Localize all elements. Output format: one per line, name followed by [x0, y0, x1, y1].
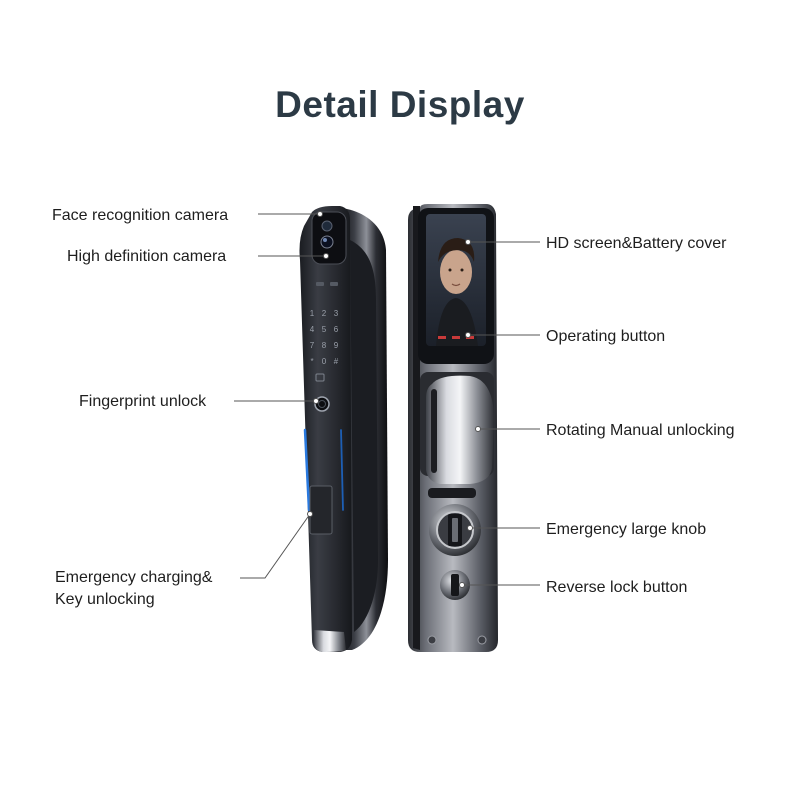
screw-icon: [477, 635, 487, 645]
label-operating-button: Operating button: [546, 328, 666, 345]
label-face-recognition-camera: Face recognition camera: [52, 207, 229, 224]
label-emergency-charging: Emergency charging&: [55, 569, 213, 586]
emergency-cover: [309, 485, 333, 535]
keypad-key: *: [310, 357, 313, 366]
front-lock-panel: 1 2 3 4 5 6 7 8 9 * 0 #: [299, 206, 388, 652]
label-emergency-large-knob: Emergency large knob: [546, 521, 707, 538]
keypad-key: 6: [334, 325, 339, 334]
page-title: Detail Display: [275, 84, 525, 125]
label-fingerprint-unlock: Fingerprint unlock: [79, 393, 207, 410]
keypad-key: 2: [322, 309, 327, 318]
face-display-image: [436, 238, 478, 346]
keypad-key: 8: [322, 341, 327, 350]
label-reverse-lock-button: Reverse lock button: [546, 579, 688, 596]
label-key-unlocking: Key unlocking: [55, 591, 155, 608]
keypad-key: 9: [334, 341, 339, 350]
leader-lines: [234, 213, 540, 586]
blue-light-strip: [303, 428, 311, 512]
keypad-key: 5: [322, 325, 327, 334]
operating-button[interactable]: [452, 336, 460, 339]
keypad-key: 3: [334, 309, 339, 318]
keypad: 1 2 3 4 5 6 7 8 9 * 0 #: [310, 309, 339, 366]
operating-button[interactable]: [466, 336, 474, 339]
keypad-key: 4: [310, 325, 315, 334]
keypad-key: #: [334, 357, 339, 366]
back-lock-panel: [408, 204, 498, 652]
screw-icon: [427, 635, 437, 645]
keypad-key: 0: [322, 357, 327, 366]
keypad-key: 7: [310, 341, 315, 350]
operating-button[interactable]: [438, 336, 446, 339]
keypad-key: 1: [310, 309, 315, 318]
label-high-definition-camera: High definition camera: [67, 248, 227, 265]
label-rotating-manual-unlocking: Rotating Manual unlocking: [546, 422, 735, 439]
face-camera-lens: [321, 220, 333, 232]
rotating-manual-handle[interactable]: [426, 375, 494, 484]
hd-camera-lens: [320, 235, 334, 249]
label-hd-screen-battery-cover: HD screen&Battery cover: [546, 235, 727, 252]
lock-icon: [315, 373, 325, 382]
